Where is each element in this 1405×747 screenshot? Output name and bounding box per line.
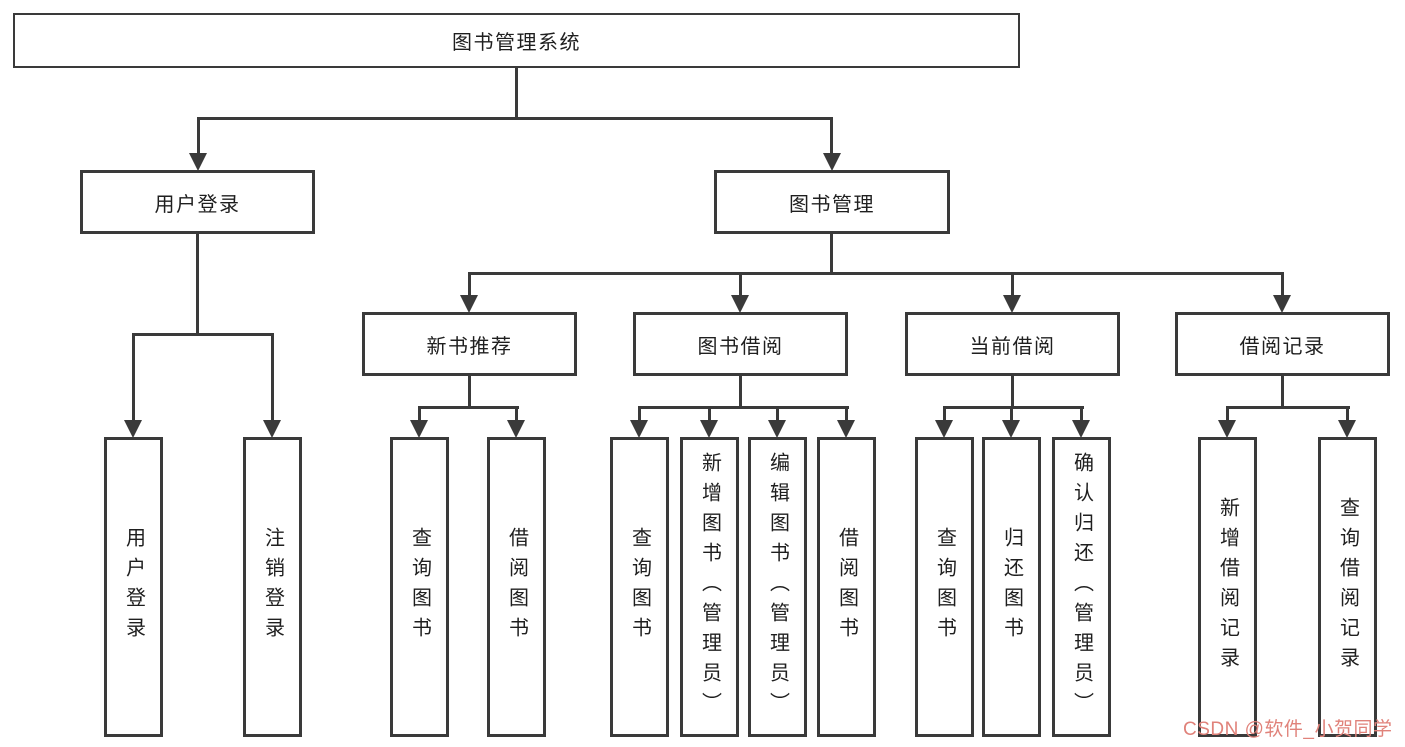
connector-line: [468, 272, 471, 298]
leaf-logout-login: 注销登录: [243, 437, 302, 737]
leaf-label: 查询图书: [933, 527, 956, 647]
leaf-borrow-borrow-book: 借阅图书: [817, 437, 876, 737]
leaf-records-query-borrow-record: 查询借阅记录: [1318, 437, 1377, 737]
connector-line: [739, 272, 742, 298]
connector-line: [197, 117, 200, 155]
leaf-label: 查询借阅记录: [1336, 497, 1359, 677]
arrow-down-icon: [410, 420, 428, 438]
connector-line: [638, 406, 641, 422]
leaf-current-confirm-return-admin: 确认归还（管理员）: [1052, 437, 1111, 737]
connector-line: [739, 373, 742, 409]
arrow-down-icon: [1273, 295, 1291, 313]
connector-line: [1346, 406, 1349, 422]
connector-line: [515, 406, 518, 422]
connector-line: [1080, 406, 1083, 422]
arrow-down-icon: [935, 420, 953, 438]
connector-line: [1011, 373, 1014, 409]
leaf-user-login: 用户登录: [104, 437, 163, 737]
connector-line: [1226, 406, 1229, 422]
arrow-down-icon: [460, 295, 478, 313]
connector-line: [943, 406, 946, 422]
connector-line: [776, 406, 779, 422]
connector-line: [418, 406, 519, 409]
leaf-label: 确认归还（管理员）: [1070, 452, 1093, 722]
arrow-down-icon: [1003, 295, 1021, 313]
connector-line: [638, 406, 849, 409]
leaf-label: 借阅图书: [505, 527, 528, 647]
node-user-login: 用户登录: [80, 170, 315, 234]
arrow-down-icon: [263, 420, 281, 438]
leaf-borrow-add-book-admin: 新增图书（管理员）: [680, 437, 739, 737]
connector-line: [1281, 272, 1284, 298]
arrow-down-icon: [731, 295, 749, 313]
connector-line: [1010, 406, 1013, 422]
watermark: CSDN @软件_小贺同学: [1183, 719, 1393, 740]
connector-line: [515, 65, 518, 120]
node-current-borrow: 当前借阅: [905, 312, 1120, 376]
connector-line: [1281, 373, 1284, 409]
connector-line: [132, 333, 135, 422]
connector-line: [271, 333, 274, 422]
leaf-label: 注销登录: [261, 527, 284, 647]
node-book-borrow: 图书借阅: [633, 312, 848, 376]
leaf-label: 用户登录: [122, 527, 145, 647]
connector-line: [1011, 272, 1014, 298]
node-new-book-recommend: 新书推荐: [362, 312, 577, 376]
leaf-label: 查询图书: [628, 527, 651, 647]
leaf-recommend-query-book: 查询图书: [390, 437, 449, 737]
leaf-current-query-book: 查询图书: [915, 437, 974, 737]
connector-line: [830, 231, 833, 275]
connector-line: [943, 406, 1084, 409]
connector-line: [197, 117, 833, 120]
connector-line: [708, 406, 711, 422]
connector-line: [830, 117, 833, 155]
arrow-down-icon: [700, 420, 718, 438]
leaf-label: 查询图书: [408, 527, 431, 647]
leaf-current-return-book: 归还图书: [982, 437, 1041, 737]
connector-line: [132, 333, 274, 336]
connector-line: [845, 406, 848, 422]
node-library-management-system: 图书管理系统: [13, 13, 1020, 68]
connector-line: [418, 406, 421, 422]
arrow-down-icon: [1218, 420, 1236, 438]
arrow-down-icon: [837, 420, 855, 438]
leaf-label: 新增图书（管理员）: [698, 452, 721, 722]
node-borrow-records: 借阅记录: [1175, 312, 1390, 376]
arrow-down-icon: [189, 153, 207, 171]
connector-line: [196, 231, 199, 336]
connector-line: [468, 272, 1284, 275]
arrow-down-icon: [768, 420, 786, 438]
node-book-management: 图书管理: [714, 170, 950, 234]
leaf-records-add-borrow-record: 新增借阅记录: [1198, 437, 1257, 737]
arrow-down-icon: [823, 153, 841, 171]
arrow-down-icon: [1072, 420, 1090, 438]
leaf-recommend-borrow-book: 借阅图书: [487, 437, 546, 737]
arrow-down-icon: [1338, 420, 1356, 438]
connector-line: [1226, 406, 1350, 409]
leaf-borrow-query-book: 查询图书: [610, 437, 669, 737]
leaf-borrow-edit-book-admin: 编辑图书（管理员）: [748, 437, 807, 737]
arrow-down-icon: [1002, 420, 1020, 438]
leaf-label: 新增借阅记录: [1216, 497, 1239, 677]
leaf-label: 编辑图书（管理员）: [766, 452, 789, 722]
arrow-down-icon: [124, 420, 142, 438]
connector-line: [468, 373, 471, 409]
leaf-label: 归还图书: [1000, 527, 1023, 647]
leaf-label: 借阅图书: [835, 527, 858, 647]
arrow-down-icon: [507, 420, 525, 438]
arrow-down-icon: [630, 420, 648, 438]
